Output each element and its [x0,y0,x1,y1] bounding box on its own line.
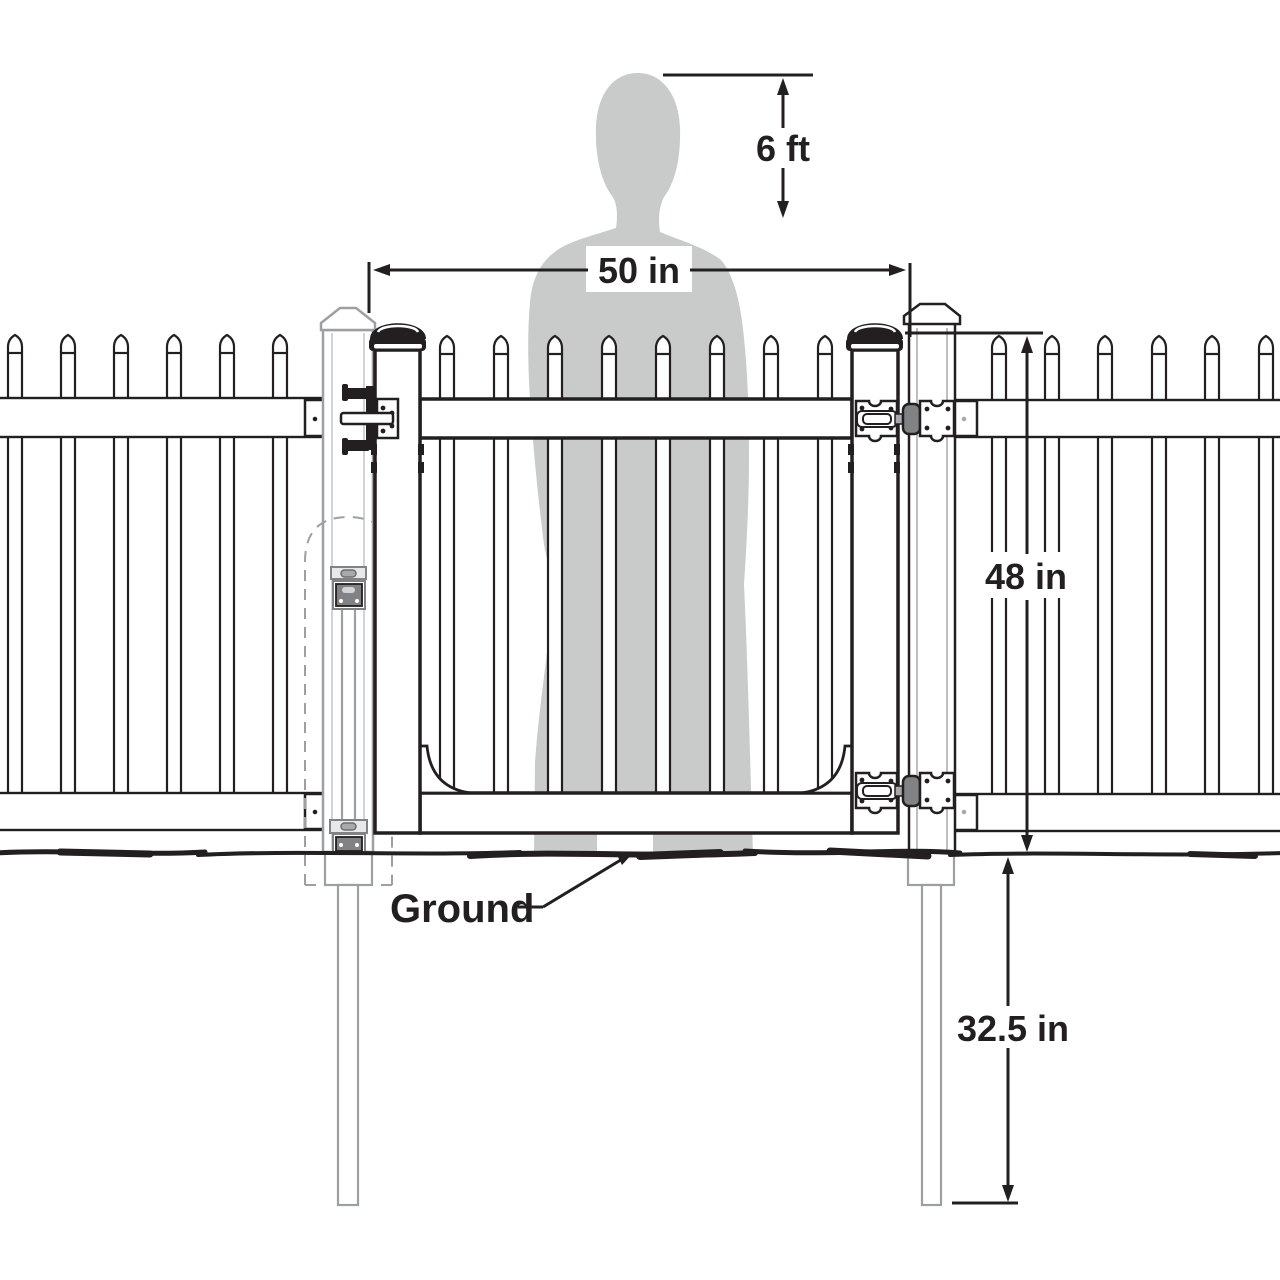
dimension-post-depth: 32.5 in [950,857,1076,1205]
keeper-screw [355,599,359,603]
arrow-right-icon [889,264,906,276]
rod-keeper-inner [335,836,363,852]
stile-tab [418,462,424,473]
hinge-screw [945,797,951,803]
stile-tab [848,444,854,455]
latch-prong [344,388,370,399]
post-footing [323,850,374,887]
arrow-down-icon [777,201,789,218]
hinge-adjuster-pill [862,785,892,797]
rod-guide-pill [340,569,357,578]
drop-rod-assembly [304,515,393,886]
gate-height-label: 48 in [985,556,1067,597]
latch-post-cap [319,306,377,332]
gate-corner-gusset [800,744,854,795]
keeper-screw [339,599,343,603]
fence-bottom-rail-left [0,791,332,832]
ground-label: Ground [390,887,534,931]
post-below-ground [336,883,360,1207]
stile-tab [894,444,900,455]
stile-tab [848,462,854,473]
gate-corner-gusset [418,744,472,795]
fence-left-panel [0,333,332,832]
fence-top-rail-left [0,396,332,439]
post-below-ground [920,883,943,1207]
hinge-screw [924,778,930,784]
ground-line [0,847,1280,860]
stile-tab [894,462,900,473]
label-backing [978,552,1074,598]
gate-bottom-rail [418,791,854,835]
dimension-gate-width: 50 in [367,246,912,337]
hinge-barrel [901,774,922,808]
person-height-label: 6 ft [756,128,810,169]
keeper-screw [339,843,343,847]
post-depth-label: 32.5 in [957,1008,1069,1049]
rod-keeper-slot [342,587,355,593]
hinge-screw [859,405,865,411]
rod-guide-pill [340,822,357,831]
bracket-screw [312,809,318,815]
ground-label-group: Ground [390,852,634,931]
bracket-screw [312,416,318,422]
stile-tab [418,444,424,455]
gate-latch [339,384,400,455]
leader-arrow-icon [617,852,634,865]
hinge-barrel [901,402,922,436]
gate-cap-right [846,323,903,351]
gate-width-label: 50 in [598,250,680,291]
label-backing [586,246,692,292]
gate-top-rail [418,397,854,440]
hinge-screw [924,406,930,412]
dimension-person-height: 6 ft [663,73,813,218]
latch-screw [380,428,386,434]
gate-cap-left [369,323,426,351]
hinge-post-plate [918,399,956,443]
bracket-screw [961,416,967,422]
arrow-down-icon [1002,1185,1014,1202]
arrow-up-icon [777,78,789,95]
label-backing [950,1004,1076,1050]
bottom-hinge [854,771,956,815]
hinge-screw [924,425,930,431]
hinge-post-plate [918,771,956,815]
fence-bottom-rail-right [951,792,1280,833]
hinge-screw [945,778,951,784]
fence-right-panel [951,334,1280,833]
bracket-screw [961,809,967,815]
dimension-gate-height: 48 in [905,331,1074,852]
hinge-screw [859,777,865,783]
arrow-up-icon [1021,336,1033,353]
arrow-up-icon [1002,857,1014,874]
hinge-adjuster-pill [862,413,892,425]
latch-bolt [339,411,395,426]
stile-tab [371,462,377,473]
arrow-left-icon [373,264,390,276]
hinge-screw [945,406,951,412]
fence-top-rail-right [951,398,1280,439]
latch-prong-hook [342,438,348,455]
keeper-screw [355,843,359,847]
hinge-screw [945,425,951,431]
top-hinge [854,399,956,443]
hinge-post-cap [902,302,962,326]
latch-prong [344,440,370,451]
arrow-down-icon [1021,835,1033,852]
latch-prong-hook [342,384,348,401]
hinge-screw [924,797,930,803]
ground-leader [542,856,625,909]
latch-screw [380,405,386,411]
